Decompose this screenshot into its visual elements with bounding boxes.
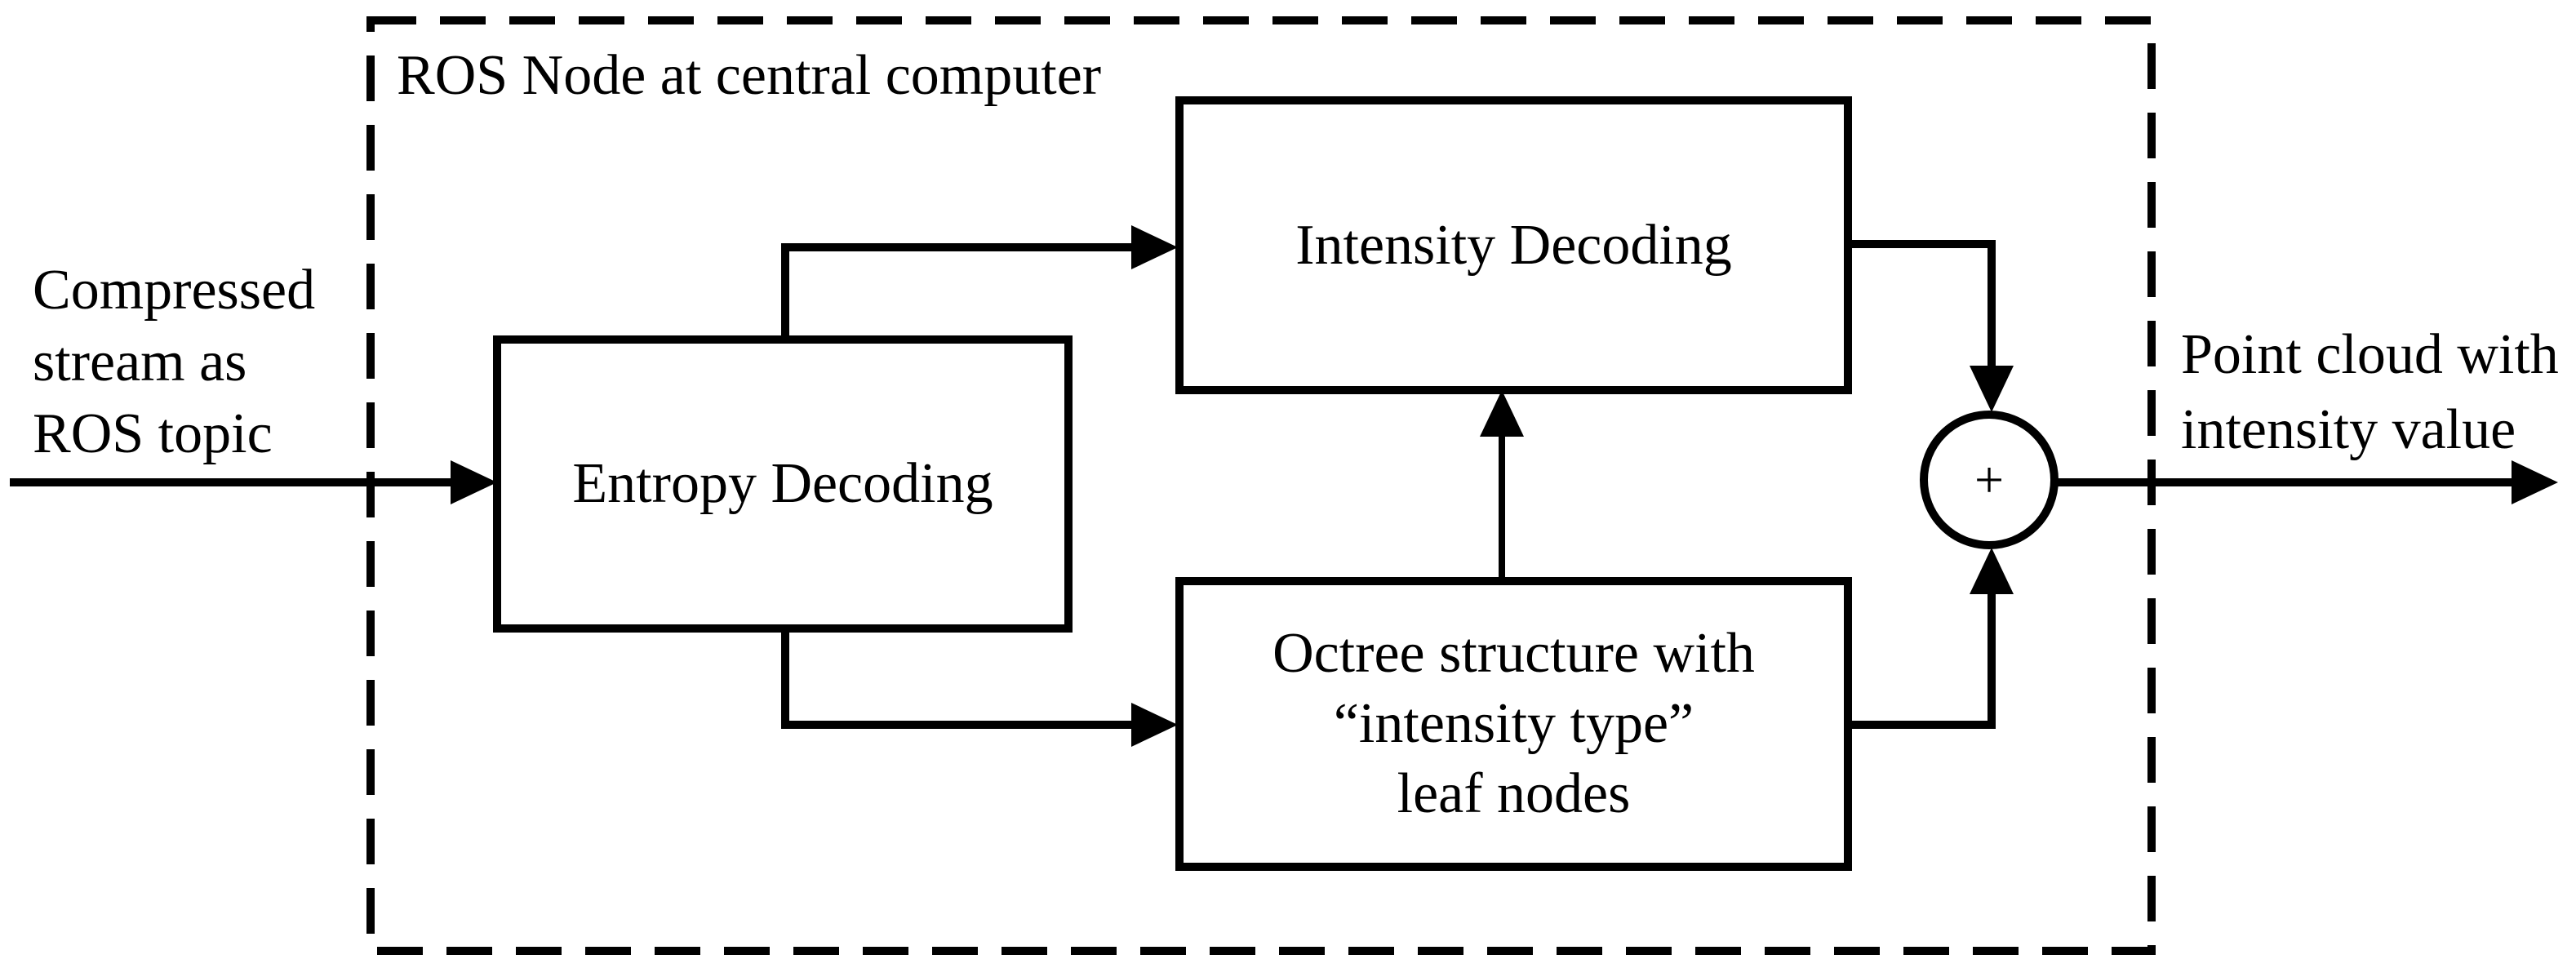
intensity-to-sum-line: [1848, 240, 1996, 369]
entropy-to-intensity-line: [781, 243, 1135, 344]
ros-node-label: ROS Node at central computer: [397, 44, 1102, 107]
output-pointcloud-label-line-2: intensity value: [2181, 398, 2516, 461]
sum-operator-label: +: [1974, 451, 2005, 508]
intensity-to-sum-arrowhead-icon: [1970, 366, 2014, 412]
sum-node-circle: [1920, 411, 2059, 549]
intensity-decoding-block: Intensity Decoding: [1175, 96, 1852, 394]
octree-to-sum-arrow: [1848, 548, 2014, 729]
output-pointcloud-label-line-1: Point cloud with: [2181, 323, 2559, 386]
octree-to-intensity-arrow: [1480, 390, 1524, 581]
octree-structure-block: Octree structure with “intensity type” l…: [1175, 577, 1852, 871]
intensity-decoding-label: Intensity Decoding: [1295, 213, 1732, 277]
entropy-decoding-label: Entropy Decoding: [572, 452, 993, 515]
entropy-to-octree-arrowhead-icon: [1131, 703, 1178, 747]
entropy-to-intensity-arrow: [781, 225, 1178, 344]
octree-structure-label-line-1: Octree structure with: [1272, 622, 1755, 685]
entropy-to-octree-line: [781, 624, 1135, 729]
input-stream-label-line-3: ROS topic: [33, 402, 273, 465]
output-arrow: [2056, 460, 2558, 504]
input-arrow: [10, 460, 497, 504]
entropy-decoding-block: Entropy Decoding: [493, 335, 1073, 633]
octree-to-sum-line: [1848, 591, 1996, 729]
intensity-to-sum-arrow: [1848, 240, 2014, 412]
input-stream-label-line-2: stream as: [33, 331, 247, 393]
input-stream-label-line-1: Compressed: [33, 259, 316, 322]
octree-to-intensity-arrowhead-icon: [1480, 390, 1524, 437]
entropy-to-octree-arrow: [781, 624, 1178, 747]
input-arrowhead-icon: [451, 460, 497, 504]
input-stream-label: Compressed stream as ROS topic: [33, 255, 315, 470]
octree-structure-label-line-2: “intensity type”: [1333, 692, 1694, 755]
octree-structure-label-line-3: leaf nodes: [1397, 762, 1631, 825]
output-pointcloud-label: Point cloud with intensity value: [2181, 317, 2559, 468]
entropy-to-intensity-arrowhead-icon: [1131, 225, 1178, 269]
octree-to-sum-arrowhead-icon: [1970, 548, 2014, 594]
output-arrowhead-icon: [2512, 460, 2558, 504]
